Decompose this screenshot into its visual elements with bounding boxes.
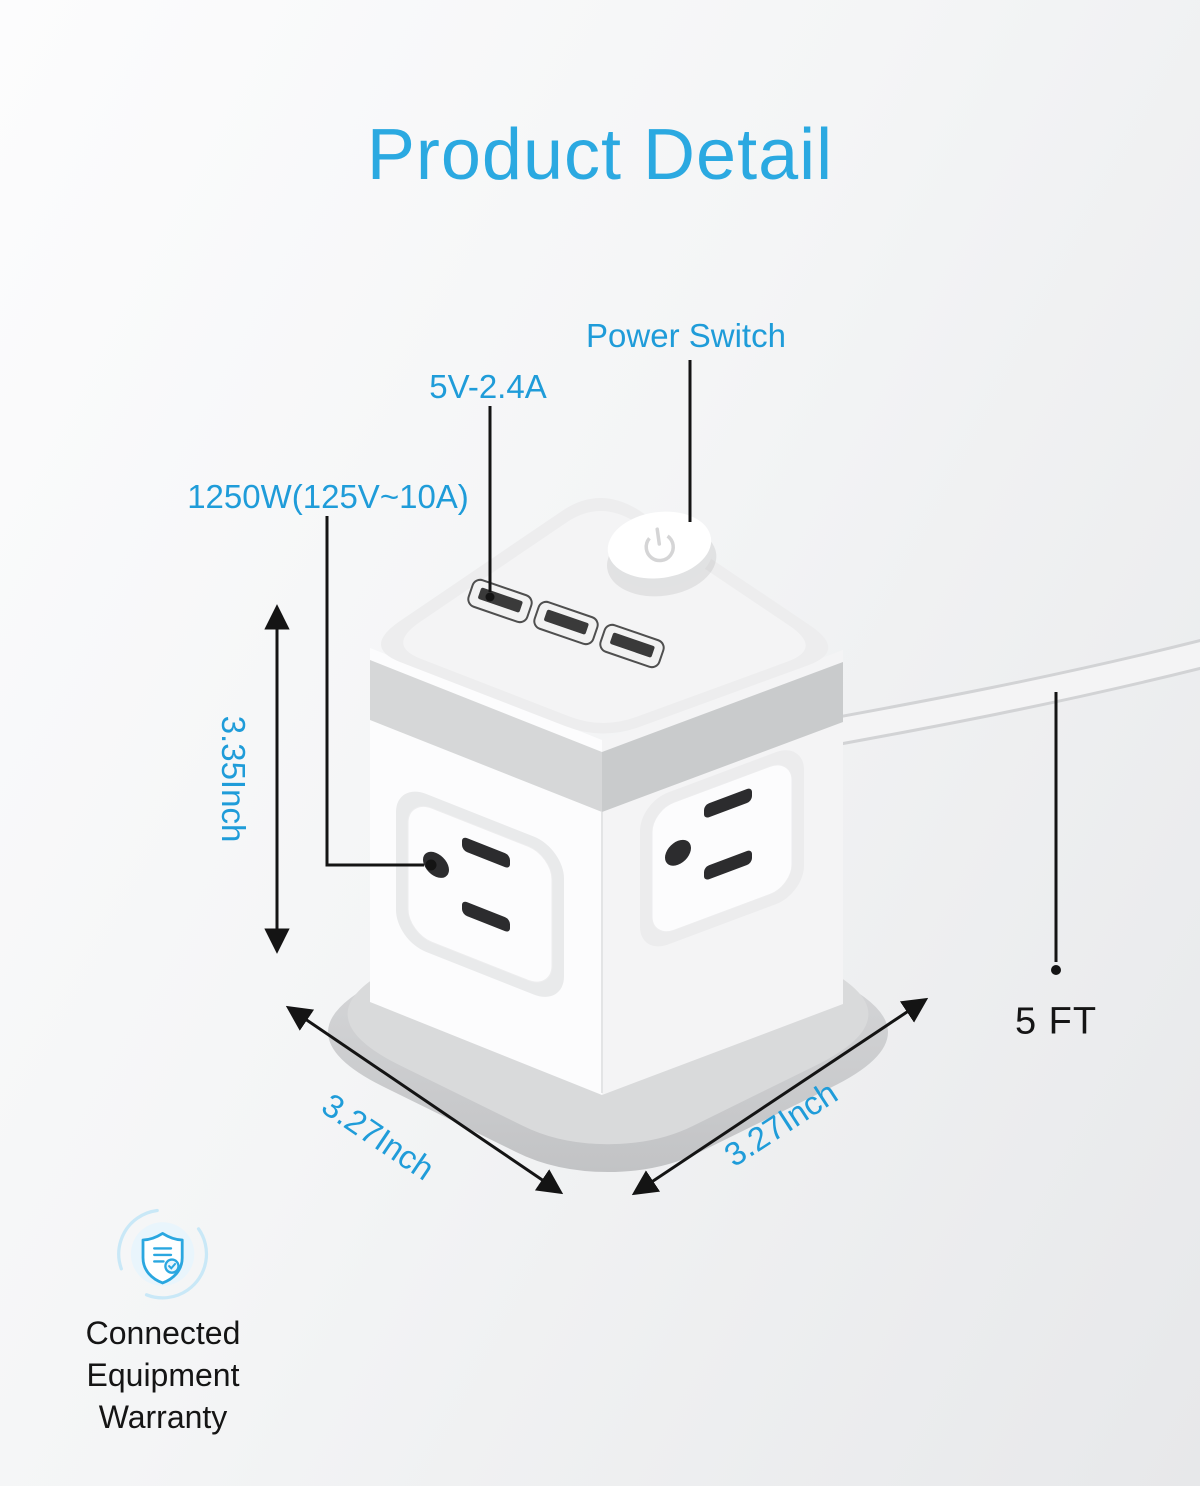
outlet-slot [704, 788, 752, 818]
usb-ports [467, 578, 665, 669]
usb-rating-label: 5V-2.4A [429, 368, 547, 405]
rating-callout-dot [425, 859, 437, 871]
power-icon [644, 527, 675, 563]
warranty-badge: Connected Equipment Warranty [85, 1198, 241, 1438]
power-cord [783, 639, 1200, 753]
ground-hole [665, 839, 691, 866]
outlet-slot [704, 850, 752, 880]
cube-top-face [381, 498, 829, 734]
depth-arrow [631, 997, 929, 1196]
usb-port-3 [599, 623, 665, 669]
warranty-line: Connected [85, 1315, 241, 1351]
cube-trim-band-right [602, 662, 843, 812]
width-arrow [285, 1005, 564, 1195]
outlet-left [396, 791, 564, 997]
page-title: Product Detail [366, 115, 834, 195]
warranty-line: Warranty [98, 1399, 228, 1435]
outlet-slot [462, 837, 510, 868]
height-dimension-label: 3.35Inch [215, 715, 252, 843]
usb-callout-dot [485, 592, 495, 602]
outlet-right [640, 750, 804, 947]
warranty-badge-icon [117, 1208, 209, 1300]
rating-callout-line [325, 516, 424, 867]
power-cube [370, 498, 843, 1095]
cord-callout-dot [1051, 965, 1061, 975]
cord-length-label: 5 FT [1014, 1000, 1098, 1043]
cube-trim-band-left [370, 660, 602, 812]
power-button [606, 511, 717, 597]
shield-icon [142, 1232, 184, 1285]
warranty-line: Equipment [86, 1357, 240, 1393]
outlet-rating-label: 1250W(125V~10A) [187, 478, 469, 515]
power-switch-label: Power Switch [586, 317, 786, 354]
usb-port-2 [533, 600, 599, 646]
outlet-slot [462, 901, 510, 932]
